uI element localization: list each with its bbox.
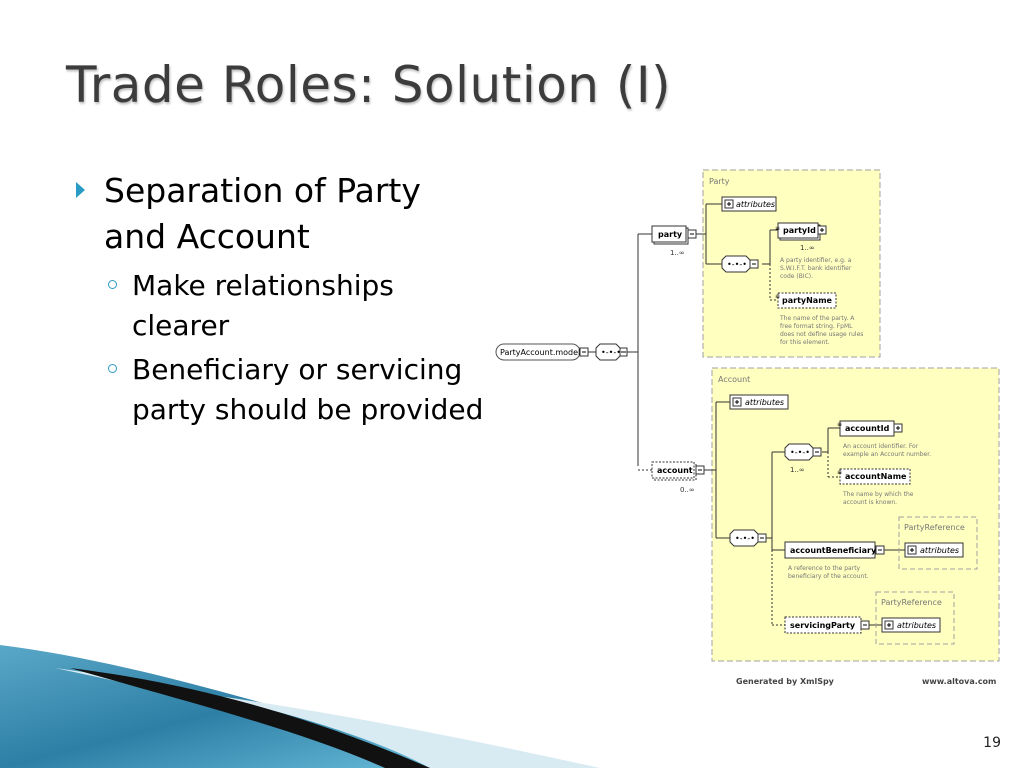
- sub-bullet-item: Beneficiary or servicing party should be…: [74, 350, 484, 430]
- account-group-box: Account: [711, 367, 1000, 662]
- party-name-element: ≡ partyName The name of the party. A fre…: [775, 292, 865, 346]
- account-element: account 0..∞: [651, 461, 705, 494]
- account-cardinality: 0..∞: [680, 486, 695, 494]
- svg-text:≡: ≡: [775, 225, 780, 232]
- account-name-note: The name by which the account is known.: [842, 491, 915, 506]
- party-label: party: [658, 230, 683, 239]
- party-id-note: A party identifier, e.g. a S.W.I.F.T. ba…: [780, 257, 853, 280]
- attributes-label: attributes: [920, 546, 959, 555]
- party-reference-box: PartyReference attributes: [898, 516, 978, 570]
- servicing-party-label: servicingParty: [790, 621, 856, 630]
- footer-generated-by: Generated by XmlSpy: [736, 677, 835, 686]
- footer-website: www.altova.com: [922, 677, 996, 686]
- page-number: 19: [983, 735, 1001, 751]
- account-sequence-node: •-•-•: [729, 529, 767, 547]
- account-name-label: accountName: [845, 472, 907, 481]
- party-reference-title: PartyReference: [904, 523, 965, 532]
- sub-bullet-text: Beneficiary or servicing party should be…: [132, 353, 484, 426]
- party-sequence-node: •-•-•: [721, 255, 759, 273]
- triangle-bullet-icon: [76, 182, 85, 198]
- connector-lines: [588, 203, 905, 626]
- account-name-element: ≡ accountName The name by which the acco…: [837, 468, 915, 506]
- account-label: account: [657, 466, 693, 475]
- decorative-swoosh: [0, 645, 600, 768]
- ring-bullet-icon: [108, 280, 117, 289]
- account-attributes: attributes: [729, 394, 789, 410]
- party-id-cardinality: 1..∞: [800, 244, 815, 252]
- attributes-label: attributes: [897, 621, 936, 630]
- svg-text:≡: ≡: [775, 293, 780, 300]
- account-choice-node: •-•-• 1..∞: [784, 443, 822, 474]
- svg-text:•-•-•: •-•-•: [601, 348, 621, 357]
- root-node: PartyAccount.model: [495, 343, 589, 361]
- attributes-label: attributes: [745, 398, 784, 407]
- party-reference-title: PartyReference: [881, 598, 942, 607]
- account-beneficiary-note: A reference to the party beneficiary of …: [788, 565, 869, 580]
- bullet-list: Separation of Party and Account Make rel…: [74, 168, 484, 434]
- bullet-text: Separation of Party and Account: [104, 171, 421, 256]
- account-seq-cardinality: 1..∞: [790, 466, 805, 474]
- account-group-title: Account: [718, 375, 750, 384]
- party-id-element: partyId ≡ 1..∞ A party identifier, e.g. …: [775, 222, 853, 280]
- sub-bullet-text: Make relationships clearer: [132, 269, 394, 342]
- svg-text:•-•-•: •-•-•: [790, 448, 810, 457]
- account-beneficiary-label: accountBeneficiary: [790, 546, 877, 555]
- party-name-note: The name of the party. A free format str…: [779, 315, 865, 346]
- party-element: party 1..∞: [651, 225, 697, 257]
- attributes-label: attributes: [736, 200, 775, 209]
- root-label: PartyAccount.model: [500, 348, 580, 357]
- slide-title: Trade Roles: Solution (I): [66, 56, 672, 114]
- party-name-label: partyName: [782, 296, 833, 305]
- svg-text:≡: ≡: [837, 469, 842, 476]
- party-cardinality: 1..∞: [670, 249, 685, 257]
- ring-bullet-icon: [108, 364, 117, 373]
- choice-node: •-•-•: [595, 343, 628, 361]
- bullet-item: Separation of Party and Account: [74, 168, 484, 260]
- account-id-note: An account identifier. For example an Ac…: [843, 443, 931, 458]
- sub-bullet-item: Make relationships clearer: [74, 266, 484, 346]
- account-id-label: accountId: [845, 424, 890, 433]
- party-group-title: Party: [709, 177, 730, 186]
- svg-text:•-•-•: •-•-•: [735, 534, 755, 543]
- sub-bullet-list: Make relationships clearer Beneficiary o…: [74, 266, 484, 430]
- party-id-label: partyId: [783, 226, 816, 235]
- svg-text:•-•-•: •-•-•: [727, 260, 747, 269]
- party-reference-box-2: PartyReference attributes: [875, 591, 955, 645]
- party-attributes: attributes: [721, 196, 777, 212]
- account-id-element: ≡ accountId An account identifier. For e…: [837, 420, 931, 458]
- account-beneficiary-element: accountBeneficiary A reference to the pa…: [784, 541, 885, 580]
- svg-text:≡: ≡: [837, 421, 842, 428]
- servicing-party-element: servicingParty: [784, 616, 870, 634]
